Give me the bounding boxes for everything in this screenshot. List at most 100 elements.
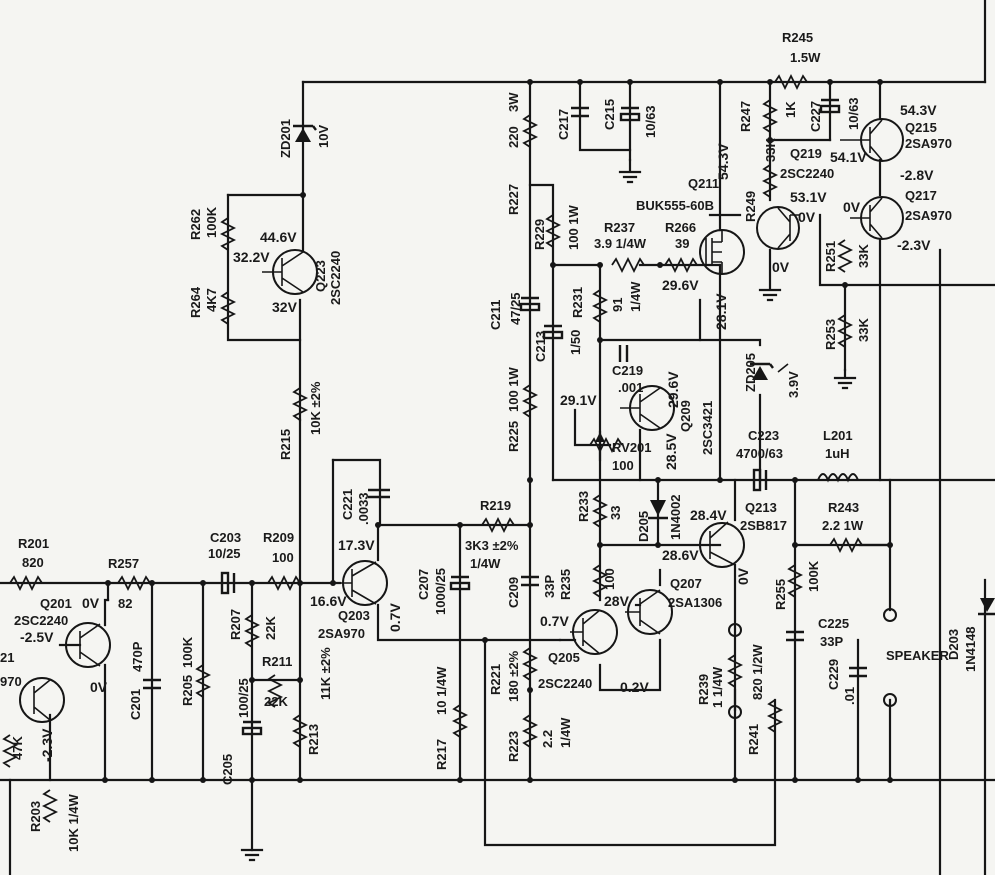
label-v23nb: -2.3V — [39, 728, 55, 762]
resistor-r264 — [219, 291, 237, 325]
label-q223t: 2SC2240 — [328, 251, 343, 305]
junction — [102, 777, 108, 783]
junction — [577, 79, 583, 85]
label-r970: 970 — [0, 674, 22, 689]
ground-symbol — [240, 848, 264, 862]
junction — [249, 677, 255, 683]
label-r220w: 3W — [506, 92, 521, 112]
label-c201v: 470P — [130, 641, 145, 672]
label-q201t: 2SC2240 — [14, 613, 68, 628]
label-r3k3: 3K3 ±2% — [465, 538, 519, 553]
ground-symbol — [618, 158, 642, 184]
inductor-l201 — [817, 473, 859, 483]
label-v173: 17.3V — [338, 537, 375, 553]
resistor-r245 — [774, 73, 808, 91]
label-q215t: 2SA970 — [905, 136, 952, 151]
junction — [300, 192, 306, 198]
capacitor-c227 — [819, 98, 841, 114]
resistor-r229 — [544, 214, 562, 248]
diodes — [293, 124, 995, 616]
resistor-r47k — [1, 734, 19, 768]
label-v25n: -2.5V — [20, 629, 54, 645]
label-c225: C225 — [818, 616, 849, 631]
label-r249v: 33K — [763, 138, 778, 162]
label-r219: R219 — [480, 498, 511, 513]
junction — [655, 477, 661, 483]
transistors — [19, 118, 904, 723]
junction — [457, 777, 463, 783]
resistor-r241 — [766, 699, 784, 733]
label-d205: D205 — [636, 511, 651, 542]
junction — [657, 262, 663, 268]
junction — [767, 137, 773, 143]
label-v07b: 0.7V — [540, 613, 569, 629]
label-c221v: .0033 — [356, 492, 371, 525]
resistor-r211 — [266, 674, 284, 708]
label-c211: C211 — [488, 300, 503, 330]
speaker-terminal-positive — [883, 608, 897, 622]
transistor-q213 — [690, 521, 745, 568]
label-q213t: 2SB817 — [740, 518, 787, 533]
junction — [457, 522, 463, 528]
junction — [527, 79, 533, 85]
junction — [887, 777, 893, 783]
label-v23n: -2.3V — [897, 237, 931, 253]
label-q215: Q215 — [905, 120, 937, 135]
label-r233: R233 — [576, 491, 591, 522]
label-q223: Q223 — [313, 260, 328, 292]
label-r239v: 1 1/4W — [710, 666, 725, 708]
label-r221: R221 — [488, 664, 503, 695]
speaker-terminals — [728, 608, 897, 719]
resistor-r221 — [521, 647, 539, 681]
label-q213: Q213 — [745, 500, 777, 515]
resistor-r266 — [664, 256, 698, 274]
transistor-q215 — [840, 118, 904, 162]
label-q217t: 2SA970 — [905, 208, 952, 223]
label-r247v: 1K — [783, 101, 798, 118]
label-rv201v: 100 — [612, 458, 634, 473]
label-v291: 29.1V — [560, 392, 597, 408]
junction — [149, 777, 155, 783]
junction — [597, 542, 603, 548]
label-r221b: 21 — [0, 650, 14, 665]
label-r251v: 33K — [856, 244, 871, 268]
transistor-q203 — [340, 560, 388, 606]
capacitor-c213 — [542, 324, 564, 340]
label-q219: Q219 — [790, 146, 822, 161]
transistor-q223 — [262, 249, 318, 295]
label-r211: R211 — [262, 654, 292, 669]
transistor-q205 — [570, 609, 618, 655]
label-q217: Q217 — [905, 188, 937, 203]
capacitor-c203 — [220, 571, 236, 595]
label-r215v: 10K ±2% — [308, 381, 323, 435]
label-r205: R205 — [180, 675, 195, 706]
label-r264: R264 — [188, 286, 203, 318]
transistor-q221 — [19, 677, 65, 723]
label-r221v: 180 ±2% — [506, 650, 521, 702]
label-r262v: 100K — [204, 206, 219, 238]
resistor-r201 — [9, 574, 43, 592]
label-r253v: 33K — [856, 318, 871, 342]
junction — [597, 262, 603, 268]
label-zd205v: 3.9V — [786, 371, 801, 398]
label-r205v: 100K — [180, 636, 195, 668]
label-r266v: 39 — [675, 236, 689, 251]
resistor-r247 — [761, 99, 779, 133]
label-r251: R251 — [823, 241, 838, 272]
resistor-r213 — [291, 714, 309, 748]
label-c225v: 33P — [820, 634, 843, 649]
resistor-r237 — [611, 256, 645, 274]
label-r201v: 820 — [22, 555, 44, 570]
transistor-q209 — [620, 385, 675, 431]
label-rv201: RV201 — [612, 440, 652, 455]
grounds — [240, 158, 857, 862]
label-r229v: 100 1W — [566, 204, 581, 250]
label-v28: 28V — [604, 593, 630, 609]
label-c227: C227 — [808, 101, 823, 132]
junction — [482, 637, 488, 643]
transistor-q201 — [65, 622, 111, 668]
label-c203: C203 — [210, 530, 241, 545]
capacitor-c205 — [241, 720, 263, 736]
label-r243v: 2.2 1W — [822, 518, 864, 533]
